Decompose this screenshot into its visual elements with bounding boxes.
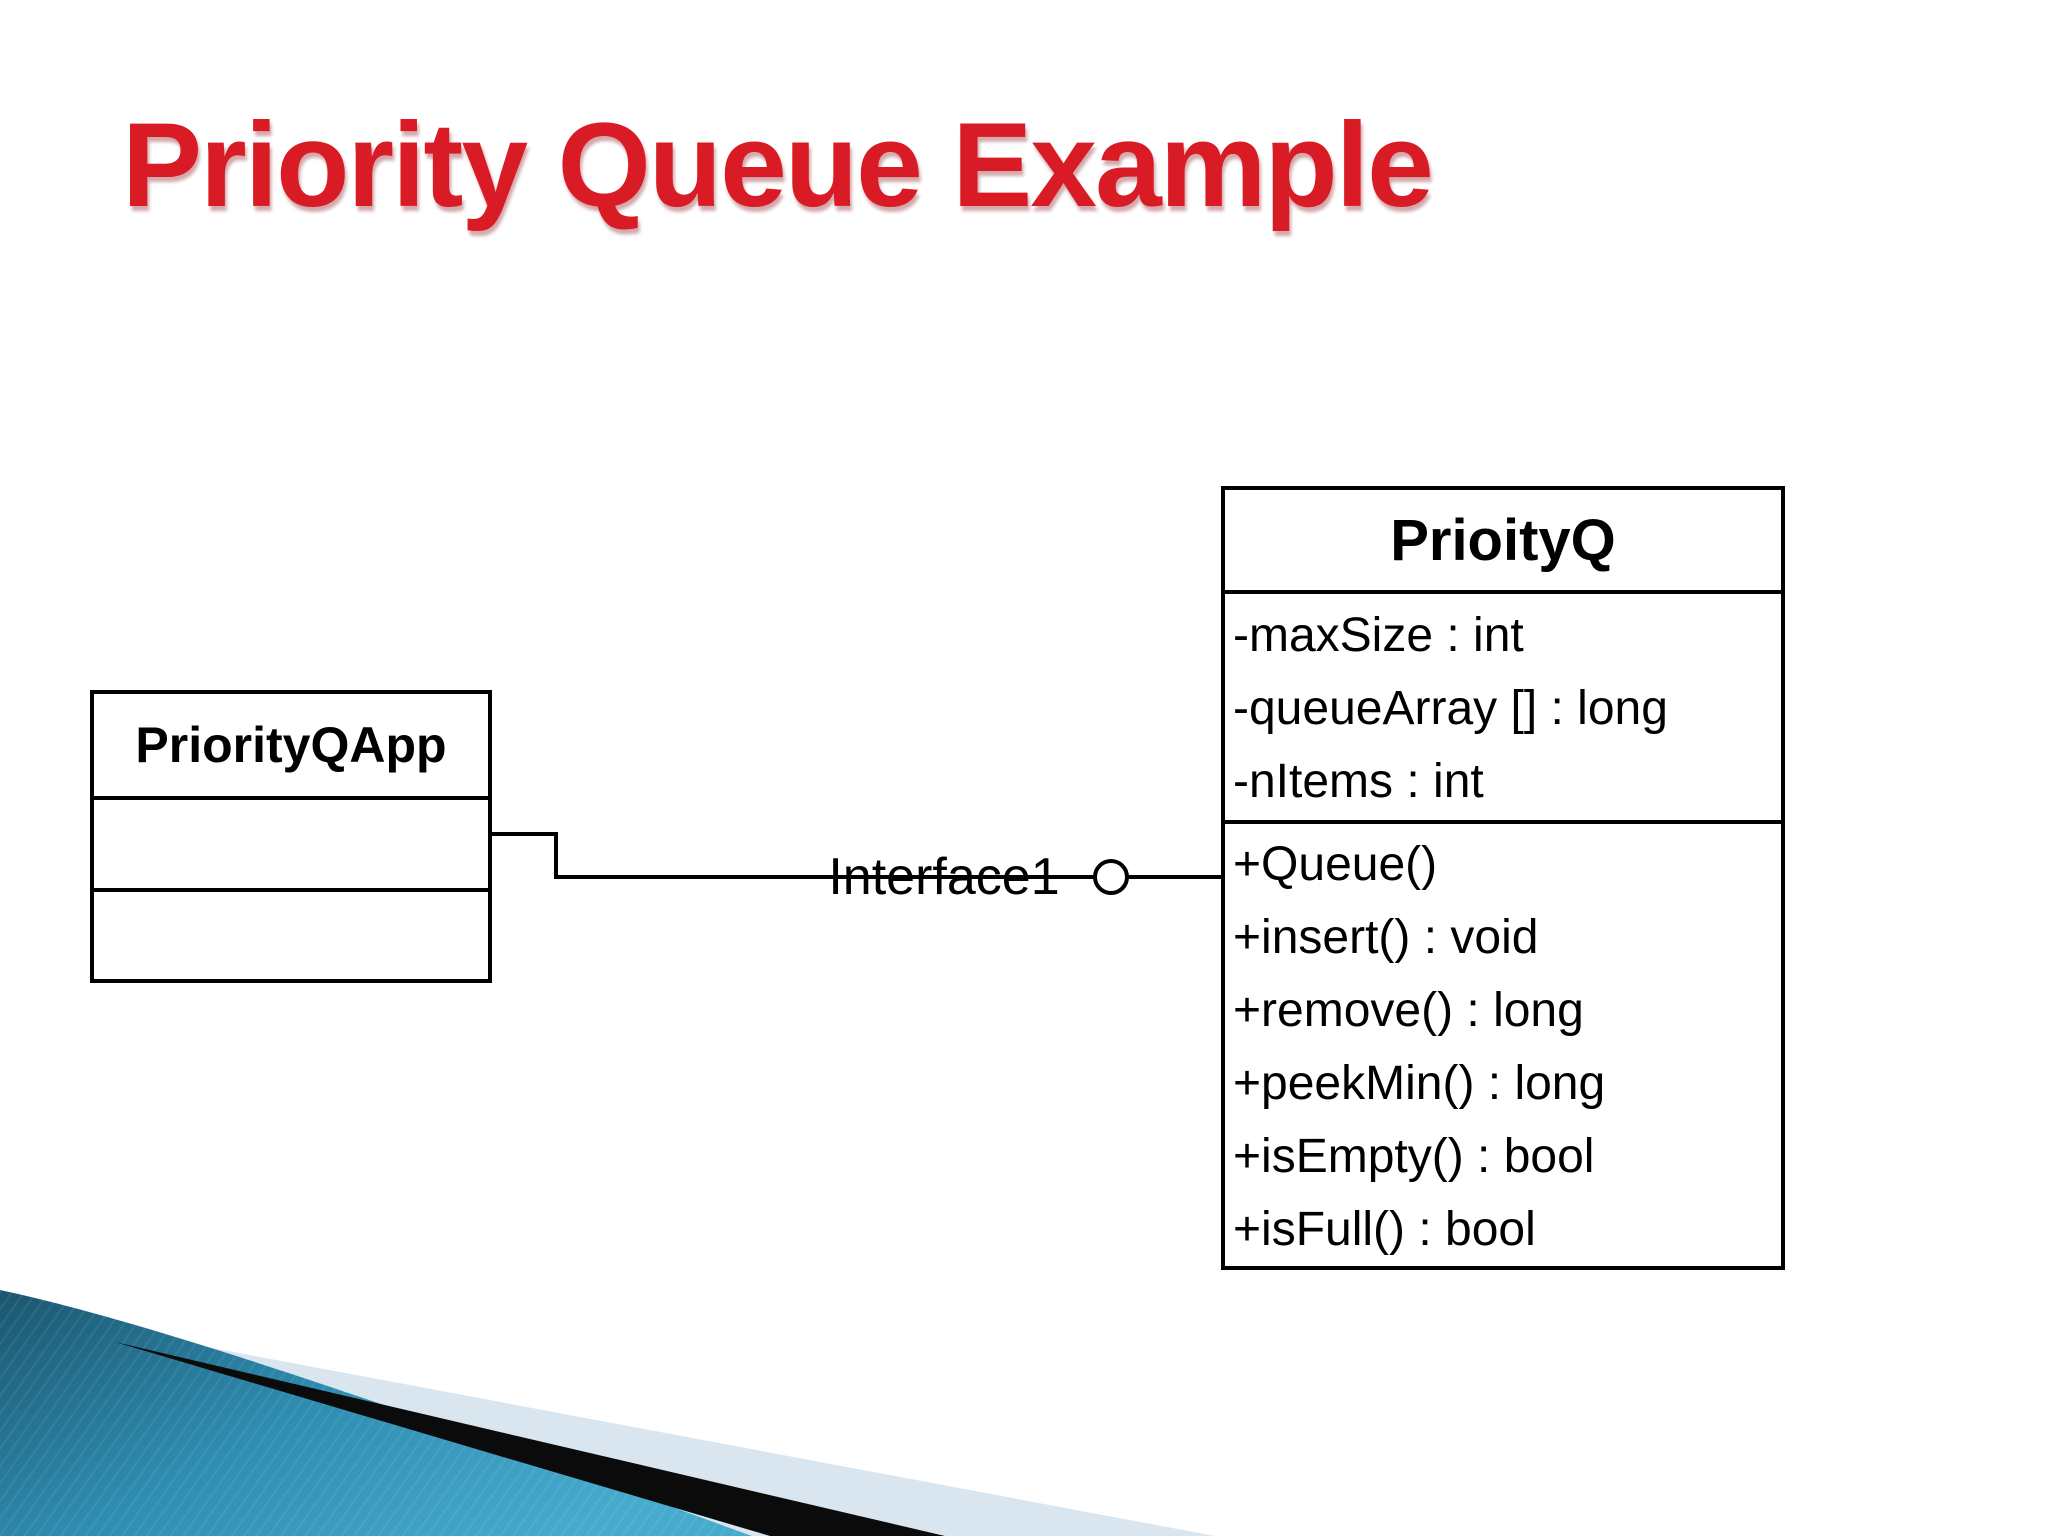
class-method: +isEmpty() : bool [1233,1130,1595,1183]
class-name-compartment: PriorityQApp [94,694,488,800]
swoosh-gray-band [95,1326,1215,1536]
swoosh-black-band [115,1342,945,1536]
class-attribute: -maxSize : int [1233,609,1524,663]
class-name-label: PriorityQApp [135,717,447,773]
class-method: +Queue() [1233,838,1438,891]
interface-lollipop-icon [1093,859,1129,895]
uml-class-priorityqapp: PriorityQApp [90,690,492,983]
class-attribute: -nItems : int [1233,755,1484,809]
slide-title: Priority Queue Example [122,98,1434,232]
uml-class-prioityq: PrioityQ -maxSize : int -queueArray [] : … [1221,486,1785,1270]
methods-compartment: +Queue() +insert() : void +remove() : long… [1225,824,1781,1266]
class-method: +insert() : void [1233,911,1539,964]
attributes-compartment: -maxSize : int -queueArray [] : long -nIte… [1225,594,1781,824]
class-method: +remove() : long [1233,984,1584,1037]
interface-label: Interface1 [828,848,1060,906]
class-name-compartment: PrioityQ [1225,490,1781,595]
connector-line [492,832,1221,879]
class-attribute: -queueArray [] : long [1233,682,1668,736]
class-name-label: PrioityQ [1390,507,1616,573]
class-method: +isFull() : bool [1233,1203,1536,1256]
methods-compartment-empty [94,892,488,979]
class-method: +peekMin() : long [1233,1057,1606,1110]
attributes-compartment-empty [94,800,488,892]
